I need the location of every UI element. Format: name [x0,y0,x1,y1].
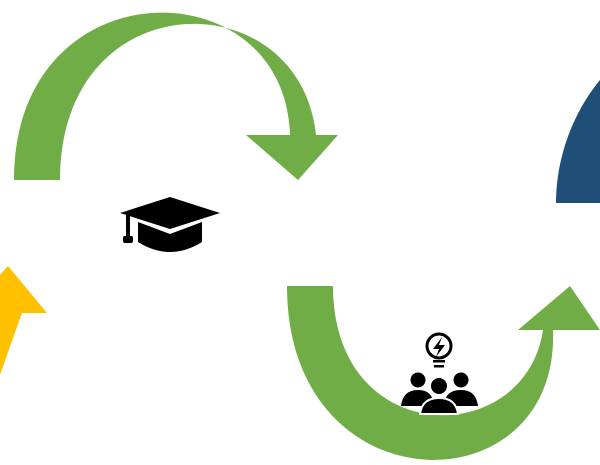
team-lightbulb-icon [401,332,478,415]
top-green-arrow [14,12,338,180]
bottom-green-arrow [287,286,600,460]
partial-yellow-arrow [0,266,47,375]
partial-navy-arrow [556,80,600,203]
graduation-cap-icon [120,197,220,252]
